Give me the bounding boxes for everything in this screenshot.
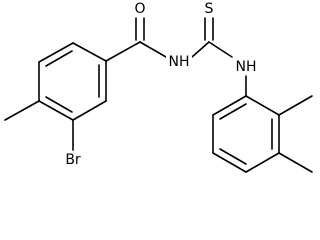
bond bbox=[191, 41, 210, 58]
bond bbox=[45, 96, 73, 113]
amide-nitrogen-atom: NH bbox=[166, 53, 192, 70]
bond bbox=[212, 95, 247, 116]
bromine-atom: Br bbox=[60, 151, 86, 168]
amide-nh-label: NH bbox=[169, 54, 190, 70]
bond bbox=[278, 152, 313, 173]
sulfur-atom-label: S bbox=[205, 1, 214, 17]
bond bbox=[72, 42, 107, 62]
bond bbox=[105, 41, 141, 62]
bond bbox=[278, 95, 313, 116]
oxygen-atom-label: O bbox=[134, 1, 145, 17]
aryl-nitrogen-atom: NH bbox=[233, 58, 259, 75]
bond bbox=[208, 41, 233, 58]
bond bbox=[219, 148, 247, 165]
oxygen-atom: O bbox=[133, 0, 147, 17]
bond bbox=[4, 100, 40, 121]
bond bbox=[45, 50, 73, 67]
bond bbox=[38, 42, 74, 63]
bond bbox=[139, 41, 167, 58]
aryl-nh-label: NH bbox=[236, 59, 257, 75]
bond bbox=[212, 152, 247, 173]
bond-layer bbox=[4, 17, 313, 173]
bond bbox=[245, 95, 280, 116]
bond bbox=[219, 103, 247, 120]
atom-label-layer: O S NH NH Br bbox=[60, 0, 259, 168]
bromine-atom-label: Br bbox=[65, 152, 81, 168]
bond bbox=[38, 100, 74, 121]
bond bbox=[72, 100, 107, 121]
bond bbox=[245, 152, 280, 173]
sulfur-atom: S bbox=[202, 0, 216, 17]
chemical-structure-diagram: O S NH NH Br bbox=[4, 0, 313, 173]
